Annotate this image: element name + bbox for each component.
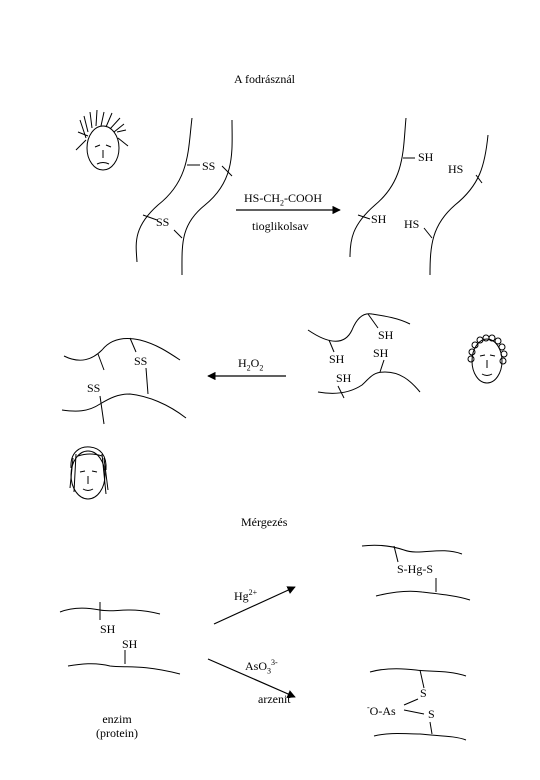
enzyme-strands: [59, 602, 181, 675]
curled-strands-disulfide: [61, 337, 187, 425]
face-curly-hair-icon: [467, 334, 508, 384]
reagent-arsenite-name: arzenit: [258, 692, 291, 706]
section-title-poisoning: Mérgezés: [241, 515, 288, 529]
reagent-peroxide-formula: H2O2: [238, 356, 264, 373]
product-arsenite-s1: S: [420, 686, 427, 700]
group-label-hs-2: HS: [404, 217, 420, 231]
section-title-hairdresser: A fodrásznál: [234, 72, 295, 86]
group-label-sh-1: SH: [418, 150, 434, 164]
product-arsenite-body: -O-As: [367, 703, 396, 718]
enzyme-label-line2: (protein): [96, 726, 138, 740]
face-messy-hair-icon: [75, 109, 129, 171]
hair-strands-reduced: [349, 117, 489, 276]
group-label-sh-enzyme-1: SH: [100, 622, 116, 636]
group-label-hs-1: HS: [448, 162, 464, 176]
group-label-sh-4: SH: [373, 346, 389, 360]
enzyme-label: enzim (protein): [82, 712, 152, 740]
group-label-ss-1: SS: [202, 159, 216, 173]
reaction-arrow-arsenite: [207, 658, 296, 698]
product-mercury: S-Hg-S: [397, 562, 434, 576]
hair-strands-disulfide: [135, 117, 233, 276]
group-label-ss-4: SS: [87, 381, 101, 395]
reaction-arrow-mercury: [213, 586, 296, 625]
group-label-ss-3: SS: [134, 354, 148, 368]
arsenite-product-strands: [369, 668, 467, 741]
reagent-mercury-ion: Hg2+: [234, 588, 258, 603]
reagent-thioglycolic-name: tioglikolsav: [252, 219, 309, 233]
reagent-thioglycolic-formula: HS-CH2-COOH: [244, 191, 323, 208]
mercury-product-strands: [361, 544, 471, 601]
curled-strands-reduced: [307, 313, 421, 399]
reagent-arsenite-ion: AsO33-: [245, 658, 278, 676]
group-label-sh-2: SH: [371, 212, 387, 226]
enzyme-label-line1: enzim: [102, 712, 132, 726]
product-arsenite-s2: S: [428, 707, 435, 721]
face-straight-hair-icon: [69, 446, 109, 500]
group-label-sh-enzyme-2: SH: [122, 637, 138, 651]
group-label-ss-2: SS: [156, 215, 170, 229]
group-label-sh-3: SH: [378, 328, 394, 342]
group-label-sh-6: SH: [336, 371, 352, 385]
group-label-sh-5: SH: [329, 352, 345, 366]
